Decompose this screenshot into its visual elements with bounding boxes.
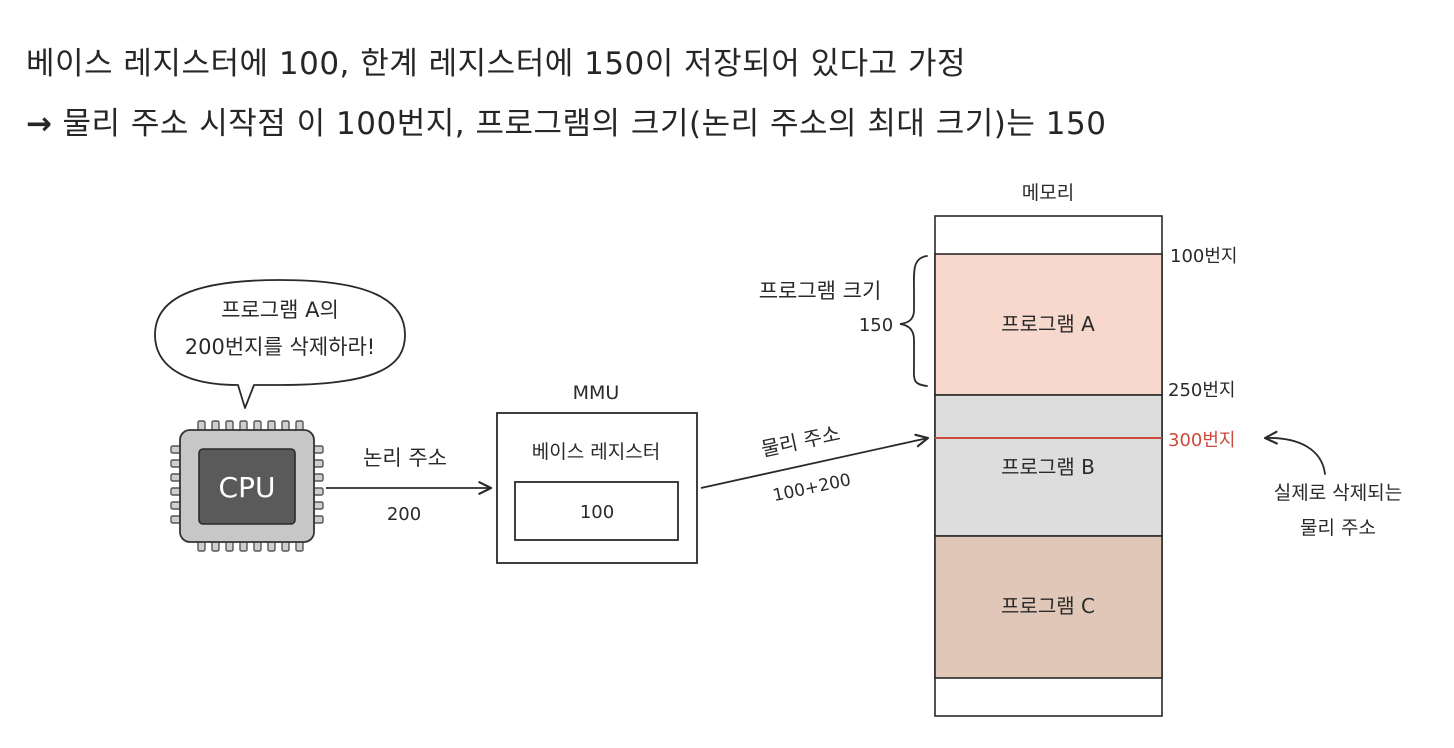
program-a-block — [934, 253, 1163, 396]
curved-arrow-icon — [1263, 430, 1326, 475]
address-100: 100번지 — [1170, 246, 1237, 267]
program-c-block — [934, 535, 1163, 679]
physical-address-label: 물리 주소 — [759, 421, 842, 461]
statement-line-2: →물리 주소 시작점 이 100번지, 프로그램의 크기(논리 주소의 최대 크… — [26, 98, 1106, 143]
program-a-label: 프로그램 A — [1001, 312, 1095, 336]
logical-address-value: 200 — [387, 504, 421, 525]
program-b-block — [934, 394, 1163, 537]
statement-line-1: 베이스 레지스터에 100, 한계 레지스터에 150이 저장되어 있다고 가정 — [26, 46, 967, 82]
mmu-title: MMU — [573, 382, 620, 404]
mmu-box: MMU 베이스 레지스터 100 — [496, 382, 698, 564]
physical-address-value: 100+200 — [771, 470, 853, 506]
right-arrow-icon: → — [26, 106, 53, 142]
program-b-label: 프로그램 B — [1001, 455, 1095, 479]
logical-address-arrow: 논리 주소 200 — [326, 446, 493, 525]
curly-brace-icon — [899, 255, 928, 387]
address-300: 300번지 — [1168, 430, 1235, 451]
cpu-chip: CPU — [170, 420, 324, 552]
program-size-label: 프로그램 크기 — [759, 279, 882, 303]
bubble-line-1: 프로그램 A의 — [221, 298, 339, 322]
base-register-label: 베이스 레지스터 — [532, 441, 660, 463]
note-line-2: 물리 주소 — [1300, 517, 1376, 539]
speech-bubble: 프로그램 A의 200번지를 삭제하라! — [154, 279, 406, 409]
logical-address-label: 논리 주소 — [363, 446, 447, 470]
program-size-annotation: 프로그램 크기 150 — [759, 255, 928, 387]
program-c-label: 프로그램 C — [1001, 594, 1095, 618]
deleted-address-note: 실제로 삭제되는 물리 주소 — [1263, 430, 1402, 539]
base-register-value: 100 — [580, 502, 614, 523]
physical-address-arrow: 물리 주소 100+200 — [700, 421, 930, 506]
memory-title: 메모리 — [1022, 182, 1074, 204]
note-line-1: 실제로 삭제되는 — [1274, 482, 1402, 504]
program-size-value: 150 — [859, 315, 893, 336]
bubble-line-2: 200번지를 삭제하라! — [185, 335, 375, 359]
cpu-label: CPU — [219, 471, 276, 504]
address-250: 250번지 — [1168, 380, 1235, 401]
statement-line-2-text: 물리 주소 시작점 이 100번지, 프로그램의 크기(논리 주소의 최대 크기… — [62, 106, 1107, 142]
memory-column: 메모리 프로그램 A 프로그램 B 프로그램 C 100번지 250번지 300… — [934, 182, 1237, 717]
